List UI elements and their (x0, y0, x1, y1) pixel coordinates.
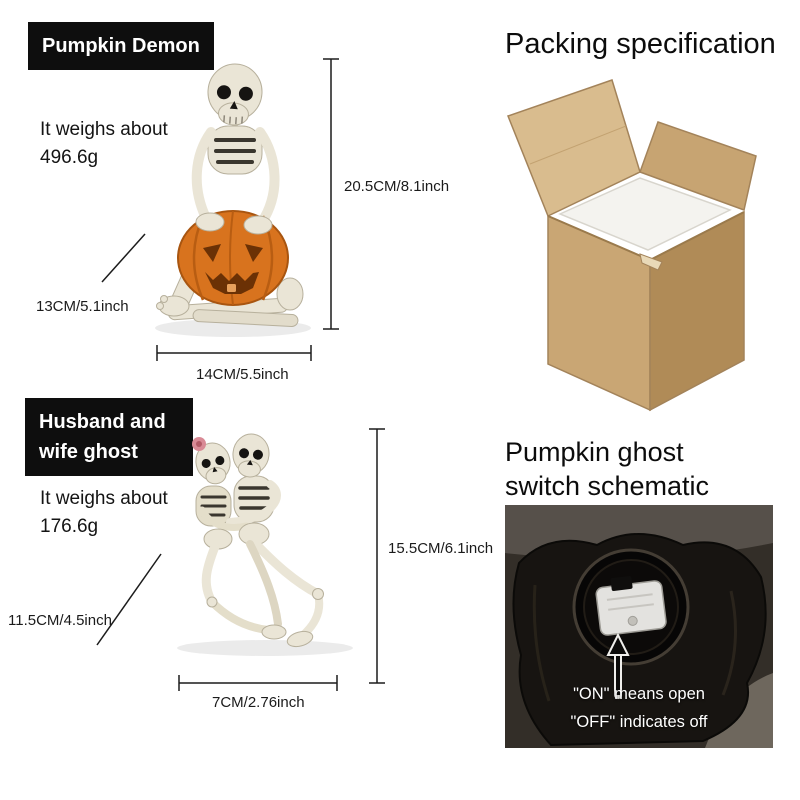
switch-notes: "ON" means open "OFF" indicates off (505, 680, 773, 736)
packing-title: Packing specification (505, 28, 776, 60)
pumpkin-demon-height-label: 20.5CM/8.1inch (344, 178, 450, 195)
arrow-up-icon (606, 632, 630, 699)
pumpkin-demon-weight: It weighs about 496.6g (40, 119, 168, 168)
couple-height-line (369, 428, 385, 684)
couple-width-line (178, 675, 338, 691)
couple-depth-label: 11.5CM/4.5inch (8, 612, 112, 629)
couple-label: Husband and wife ghost (25, 398, 193, 476)
pumpkin-demon-figure-image (155, 63, 311, 337)
pumpkin-demon-width-line (156, 345, 312, 361)
switch-photo-image (505, 505, 773, 748)
pumpkin-demon-width-label: 14CM/5.5inch (196, 366, 289, 383)
pumpkin-demon-depth-label: 13CM/5.1inch (36, 298, 129, 315)
couple-figure-image (177, 433, 353, 656)
couple-weight: It weighs about 176.6g (40, 488, 168, 537)
couple-height-label: 15.5CM/6.1inch (388, 540, 494, 557)
switch-photo: "ON" means open "OFF" indicates off (505, 505, 773, 748)
couple-width-label: 7CM/2.76inch (212, 694, 305, 711)
pumpkin-demon-label: Pumpkin Demon (28, 22, 214, 70)
switch-on-note: "ON" means open (573, 684, 705, 703)
couple-depth-line (96, 553, 162, 646)
switch-title: Pumpkin ghost switch schematic (505, 437, 710, 501)
pumpkin-demon-height-line (323, 58, 339, 330)
packing-box-image (507, 79, 757, 412)
pumpkin-demon-depth-line (101, 233, 146, 283)
switch-off-note: "OFF" indicates off (570, 712, 708, 731)
